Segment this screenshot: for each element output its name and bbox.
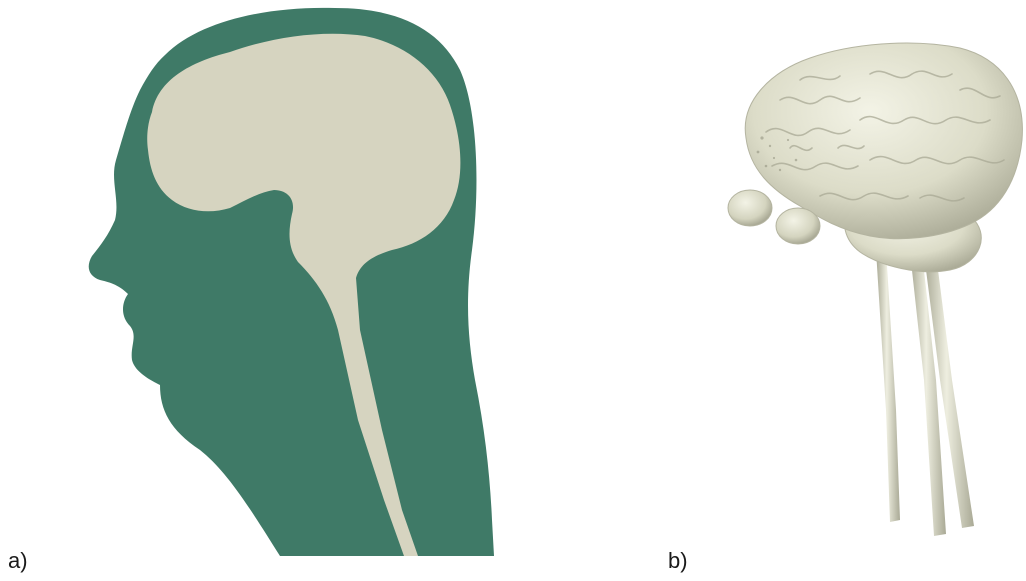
optic-sphere-right (776, 208, 820, 244)
cord-strand-left (876, 250, 900, 522)
head-section-drawing (60, 0, 520, 560)
panel-a-head-section (60, 0, 520, 560)
panel-b-label: b) (668, 550, 688, 572)
panel-b-brain-model (700, 20, 1026, 550)
optic-sphere-left (728, 190, 772, 226)
brain-model-drawing (700, 20, 1026, 550)
panel-a-label: a) (8, 550, 28, 572)
